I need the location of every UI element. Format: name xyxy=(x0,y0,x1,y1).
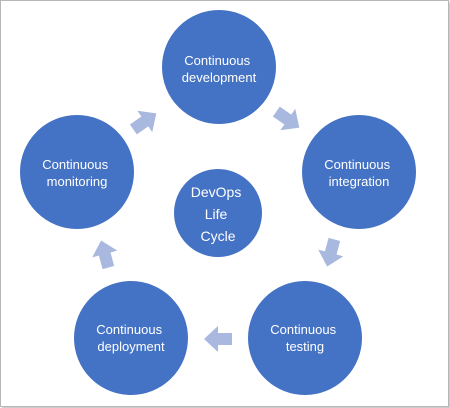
stage-label-integration-2: integration xyxy=(329,174,390,189)
stage-label-development-1: Continuous xyxy=(184,53,250,68)
center-line-1: DevOps xyxy=(191,184,242,200)
svg-text:Continuous monitoring: Continuous monitoring xyxy=(42,157,111,189)
stage-label-development-2: development xyxy=(182,70,257,85)
stage-label-testing-2: testing xyxy=(286,339,324,354)
arrow-deployment-to-monitoring xyxy=(92,240,118,270)
arrow-monitoring-to-development xyxy=(129,110,157,135)
stage-development: Continuous development xyxy=(160,8,278,126)
center-node: DevOps Life Cycle xyxy=(172,167,264,259)
center-line-2: Life xyxy=(205,206,228,222)
svg-text:Continuous testing: Continuous testing xyxy=(270,322,339,354)
arrow-development-to-integration xyxy=(272,106,300,131)
stage-label-deployment-1: Continuous xyxy=(96,322,162,337)
stage-circle-deployment xyxy=(72,279,190,397)
stage-label-monitoring-1: Continuous xyxy=(42,157,108,172)
svg-text:Continuous integration: Continuous integration xyxy=(324,157,393,189)
stage-monitoring: Continuous monitoring xyxy=(18,113,136,231)
stage-circle-testing xyxy=(246,279,364,397)
stage-label-testing-1: Continuous xyxy=(270,322,336,337)
svg-text:Continuous development: Continuous development xyxy=(182,53,257,85)
arrow-testing-to-deployment xyxy=(204,326,232,352)
stage-label-monitoring-2: monitoring xyxy=(47,174,108,189)
stage-integration: Continuous integration xyxy=(300,113,418,231)
center-label: DevOps Life Cycle xyxy=(191,184,245,244)
stage-label-deployment-2: deployment xyxy=(97,339,165,354)
stage-deployment: Continuous deployment xyxy=(72,279,190,397)
center-line-3: Cycle xyxy=(200,228,235,244)
svg-text:Continuous deployment: Continuous deployment xyxy=(96,322,165,354)
center-circle xyxy=(172,167,264,259)
arrow-integration-to-testing xyxy=(318,237,344,267)
stage-circle-development xyxy=(160,8,278,126)
cycle-arrows xyxy=(92,106,344,352)
stage-circle-integration xyxy=(300,113,418,231)
stage-circle-monitoring xyxy=(18,113,136,231)
stage-testing: Continuous testing xyxy=(246,279,364,397)
stage-label-integration-1: Continuous xyxy=(324,157,390,172)
